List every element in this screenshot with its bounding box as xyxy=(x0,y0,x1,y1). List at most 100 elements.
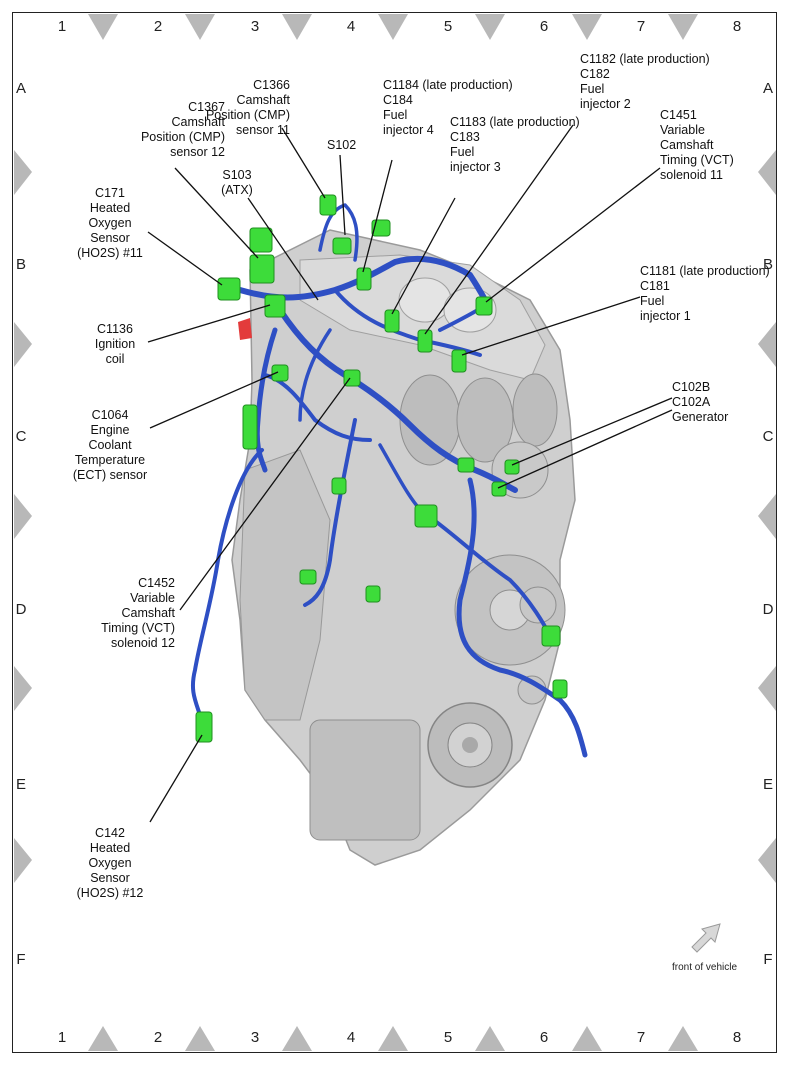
harness-cross xyxy=(298,328,332,422)
connector-c1064 xyxy=(271,364,289,382)
callout-line: Engine xyxy=(90,423,130,437)
connector-center xyxy=(331,477,347,495)
grid-col-top-8: 8 xyxy=(732,18,742,35)
callout-line: C1184 (late production) xyxy=(383,78,513,92)
grid-col-bottom-3: 3 xyxy=(250,1029,260,1046)
callout-line: injector 3 xyxy=(450,160,501,174)
valve-cover-lobe xyxy=(398,277,452,323)
harness-right-branch xyxy=(418,508,554,642)
edge-markers xyxy=(14,14,776,1051)
connector-right-low xyxy=(552,679,568,699)
connector-c184 xyxy=(356,267,372,291)
callout-line: Timing (VCT) xyxy=(660,153,734,167)
callout-c1136: C1136 Ignition coil xyxy=(80,322,150,367)
connector-c171 xyxy=(217,277,241,301)
callout-c1064: C1064 Engine Coolant Temperature (ECT) s… xyxy=(60,408,160,483)
grid-col-top-6: 6 xyxy=(539,18,549,35)
grid-col-bottom-1: 1 xyxy=(57,1029,67,1046)
callout-line: Fuel xyxy=(450,145,475,159)
callout-line: Temperature xyxy=(74,453,146,467)
callout-line: (ECT) sensor xyxy=(72,468,148,482)
connector-c102b xyxy=(504,459,520,475)
callout-line: Oxygen xyxy=(88,216,132,230)
callout-line: sensor 11 xyxy=(236,123,290,137)
connector-c102a xyxy=(491,481,507,497)
grid-col-top-7: 7 xyxy=(636,18,646,35)
grid-col-bottom-5: 5 xyxy=(443,1029,453,1046)
grid-col-top-4: 4 xyxy=(346,18,356,35)
grid-col-top-1: 1 xyxy=(57,18,67,35)
right-marker xyxy=(758,322,776,367)
callout-line: coil xyxy=(105,352,125,366)
callout-line: Coolant xyxy=(88,438,132,452)
callout-line: C1451 xyxy=(660,108,697,122)
oil-pan xyxy=(309,719,421,841)
connector-right xyxy=(541,625,561,647)
accessory-pulley xyxy=(519,586,557,624)
callout-line: C1182 (late production) xyxy=(580,52,710,66)
bottom-marker xyxy=(282,1026,312,1051)
callout-line: C171 xyxy=(95,186,125,200)
callout-line: Camshaft xyxy=(121,606,176,620)
bottom-marker xyxy=(572,1026,602,1051)
harness-center-drop xyxy=(303,418,357,607)
callout-line: injector 2 xyxy=(580,97,631,111)
callout-c1367: C1367 Camshaft Position (CMP) sensor 12 xyxy=(85,100,225,160)
callout-line: Fuel xyxy=(580,82,605,96)
callout-line: Ignition xyxy=(94,337,136,351)
intake-runner xyxy=(512,373,558,447)
callout-line: C1064 xyxy=(91,408,129,422)
callout-line: C181 xyxy=(640,279,670,293)
connector-low xyxy=(299,569,317,585)
callout-line: S102 xyxy=(327,138,357,152)
leader-c1367 xyxy=(174,167,259,259)
grid-col-bottom-4: 4 xyxy=(346,1029,356,1046)
connector-cmp-aux xyxy=(332,237,352,255)
connector-c142 xyxy=(195,711,213,743)
callout-line: Variable xyxy=(660,123,705,137)
grid-col-top-5: 5 xyxy=(443,18,453,35)
grid-row-left-d: D xyxy=(15,601,27,618)
grid-row-left-a: A xyxy=(15,80,26,97)
callout-line: C1181 (late production) xyxy=(640,264,770,278)
top-marker xyxy=(475,14,505,40)
callout-c1183: C1183 (late production) C183 Fuel inject… xyxy=(450,115,580,175)
callout-line: Fuel xyxy=(383,108,408,122)
harness-cmp xyxy=(318,203,359,262)
leader-c182 xyxy=(424,124,574,335)
connector-c181 xyxy=(451,349,467,373)
callout-line: C102A xyxy=(672,395,711,409)
grid-col-top-3: 3 xyxy=(250,18,260,35)
bottom-marker xyxy=(668,1026,698,1051)
top-marker xyxy=(572,14,602,40)
callout-line: C1136 xyxy=(97,322,133,336)
grid-row-left-c: C xyxy=(15,428,27,445)
grid-row-right-f: F xyxy=(763,951,773,968)
leader-c1064 xyxy=(149,371,279,429)
callout-line: injector 1 xyxy=(640,309,691,323)
grid-row-right-c: C xyxy=(762,428,774,445)
callout-line: C1366 xyxy=(253,78,290,92)
top-marker xyxy=(668,14,698,40)
front-of-vehicle-label: front of vehicle xyxy=(672,962,738,973)
leader-c1451 xyxy=(485,167,661,303)
connector-c1452 xyxy=(343,369,361,387)
connector-generator xyxy=(457,457,475,473)
leader-c1136 xyxy=(147,304,271,343)
connector-s102 xyxy=(371,219,391,237)
callout-line: Camshaft xyxy=(236,93,291,107)
left-marker xyxy=(14,666,32,711)
grid-row-right-b: B xyxy=(762,256,773,273)
grid-row-left-b: B xyxy=(15,256,26,273)
callout-c1366: C1366 Camshaft Position (CMP) sensor 11 xyxy=(190,78,290,138)
callout-line: (ATX) xyxy=(221,183,253,197)
leader-c142 xyxy=(149,734,203,823)
leader-c171 xyxy=(147,231,223,286)
callout-c1451: C1451 Variable Camshaft Timing (VCT) sol… xyxy=(660,108,734,183)
connector-c1367 xyxy=(249,254,275,284)
bottom-marker xyxy=(185,1026,215,1051)
callout-line: Camshaft xyxy=(660,138,714,152)
leader-c1452 xyxy=(179,377,351,611)
